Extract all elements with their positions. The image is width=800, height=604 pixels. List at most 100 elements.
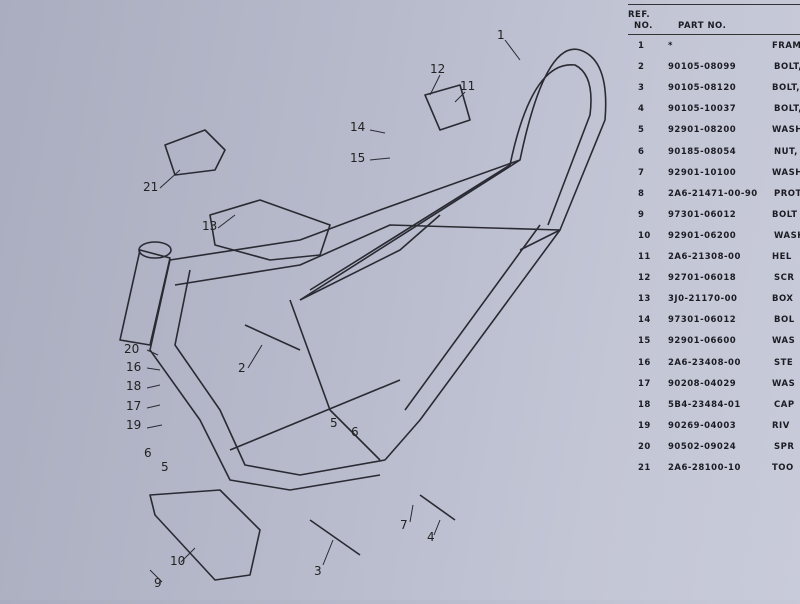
frame-cross-1 <box>229 379 401 451</box>
part-number: 90105-08120 <box>668 83 737 94</box>
header-ref: REF. <box>628 10 651 20</box>
ref-number: 14 <box>638 315 651 326</box>
callout-19: 19 <box>126 418 142 432</box>
frame-rear-strut <box>384 229 561 461</box>
table-row: 17 90208-04029 WAS <box>620 379 800 393</box>
callout-4: 4 <box>427 530 435 544</box>
part-description: WAS <box>772 378 796 389</box>
ref-number: 8 <box>638 188 645 199</box>
part-number: 90105-10037 <box>668 104 737 115</box>
callout-13: 13 <box>202 219 218 233</box>
part-number: 2A6-21308-00 <box>668 252 741 262</box>
part-description: PROT <box>774 188 800 199</box>
callout-17: 17 <box>126 399 142 413</box>
ref-number: 16 <box>638 357 651 368</box>
part-number: 5B4-23484-01 <box>668 399 741 410</box>
callout-1: 1 <box>497 28 505 42</box>
part-number: 97301-06012 <box>668 209 737 220</box>
part-number: 92901-08200 <box>668 125 737 136</box>
ref-number: 17 <box>638 378 651 389</box>
ref-number: 10 <box>638 230 651 241</box>
frame-downtube-2 <box>174 269 386 476</box>
part-number: 92901-06200 <box>668 230 737 241</box>
part-description: WASHE <box>772 125 800 136</box>
part-description: BOLT <box>772 209 798 220</box>
tool-box <box>209 199 331 261</box>
frame-downtube <box>149 259 381 491</box>
frame-rear-strut-2 <box>404 224 541 411</box>
ref-number: 11 <box>638 252 651 262</box>
callout-20: 20 <box>124 342 140 356</box>
callout-9: 9 <box>154 576 162 590</box>
part-description: NUT, <box>774 146 798 157</box>
ref-number: 13 <box>638 294 651 305</box>
table-row: 15 92901-06600 WAS <box>620 336 800 350</box>
part-description: BOLT, <box>772 83 800 94</box>
bolt-2 <box>244 324 301 351</box>
part-number: 97301-06012 <box>668 315 737 326</box>
part-description: SCR <box>774 273 795 284</box>
callout-15: 15 <box>350 151 366 165</box>
part-number: * <box>668 41 673 51</box>
table-row: 21 2A6-28100-10 TOO <box>620 463 800 477</box>
part-number: 90208-04029 <box>668 378 737 389</box>
part-description: TOO <box>772 463 794 473</box>
ref-number: 19 <box>638 420 651 431</box>
part-number: 90502-09024 <box>668 441 737 452</box>
callout-6b: 6 <box>351 425 359 439</box>
frame-cross-2 <box>299 214 441 301</box>
ref-number: 6 <box>638 146 645 157</box>
part-description: WAS <box>772 336 796 347</box>
part-number: 90269-04003 <box>668 420 737 431</box>
part-number: 2A6-21471-00-90 <box>668 188 758 199</box>
table-row: 1*FRAME <box>620 41 800 55</box>
frame-seat-tube <box>289 299 381 461</box>
ref-number: 4 <box>638 104 645 115</box>
part-description: SPR <box>774 441 795 452</box>
part-description: BOL <box>774 315 795 326</box>
callout-14: 14 <box>350 120 366 134</box>
part-description: STE <box>774 357 794 368</box>
part-description: FRAME <box>772 41 800 51</box>
part-number: 92701-06018 <box>668 273 737 284</box>
callout-21: 21 <box>143 180 159 194</box>
table-row: 5 92901-08200 WASHE <box>620 125 800 139</box>
frame-drawing <box>119 39 607 583</box>
callout-3: 3 <box>314 564 322 578</box>
exploded-frame-diagram: 1 12 11 14 15 21 13 2 20 16 18 17 19 6 5… <box>119 28 607 590</box>
tool-bag <box>164 129 226 176</box>
ref-number: 3 <box>638 83 645 94</box>
part-number: 2A6-28100-10 <box>668 463 741 473</box>
table-row: 18 5B4-23484-01 CAP <box>620 400 800 414</box>
part-description: WASHE <box>772 167 800 178</box>
ref-number: 18 <box>638 399 651 410</box>
ref-number: 15 <box>638 336 651 347</box>
parts-list-table: REF. NO. PART NO. 1*FRAME290105-08099BOL… <box>620 0 800 600</box>
table-top-rule <box>628 4 800 5</box>
callout-10: 10 <box>170 554 186 568</box>
skid-plate <box>149 489 261 581</box>
bolt-3 <box>309 519 361 556</box>
part-description: WASH <box>774 230 800 241</box>
ref-number: 21 <box>638 463 651 473</box>
ref-number: 5 <box>638 125 645 136</box>
helmet-holder <box>424 84 471 131</box>
ref-number: 20 <box>638 441 651 452</box>
part-number: 92901-06600 <box>668 336 737 347</box>
table-row: 14 97301-06012 BOL <box>620 315 800 329</box>
head-pipe <box>119 249 171 346</box>
table-row: 3 90105-08120 BOLT, <box>620 83 800 97</box>
part-description: CAP <box>774 399 795 410</box>
callout-7: 7 <box>400 518 408 532</box>
leader-line <box>146 39 521 583</box>
part-number: 92901-10100 <box>668 167 737 178</box>
part-description: BOX <box>772 294 794 305</box>
table-row: 8 2A6-21471-00-90 PROT <box>620 189 800 203</box>
part-description: RIV <box>772 420 790 431</box>
